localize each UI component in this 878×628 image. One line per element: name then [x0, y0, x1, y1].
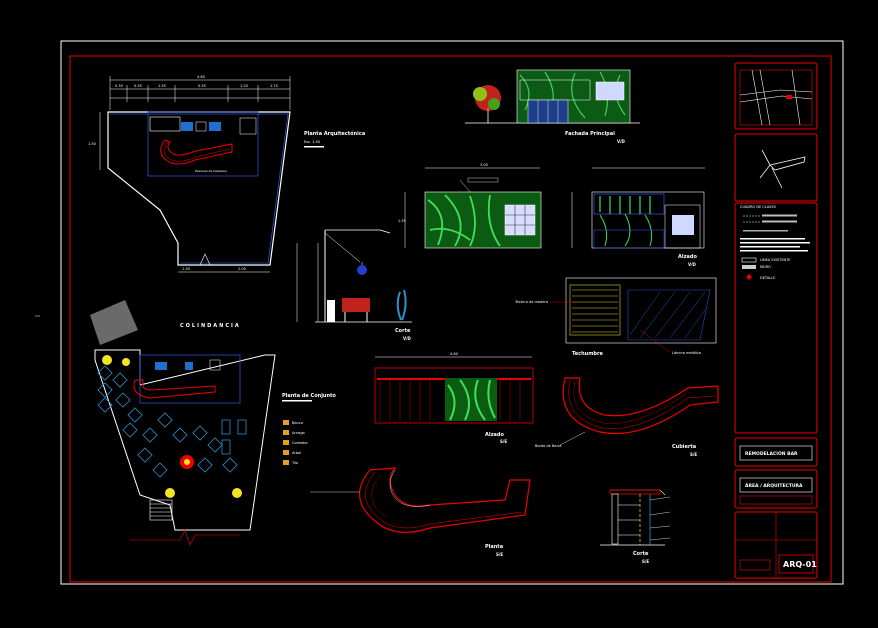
facade-height-dim: 1.55	[398, 219, 406, 223]
counter-detail-title: Cubierta	[672, 444, 696, 450]
bar-section-scale: S/E	[642, 559, 649, 564]
inner-sheet-border	[69, 55, 832, 583]
arch-plan-title: Planta Arquitectónica	[304, 130, 365, 137]
counter-detail-scale: S/E	[690, 452, 697, 457]
area-label: ÁREA / ARQUITECTURA	[745, 482, 803, 489]
project-name: REMODELACIÓN BAR	[745, 450, 798, 457]
ceiling-note-2: Lámina metálica	[672, 351, 701, 355]
site-tables	[97, 365, 247, 478]
locator-map	[739, 69, 813, 126]
dim-top-total: 4.60	[197, 75, 205, 79]
shrub-area	[90, 300, 138, 345]
legend-existing-line: LÍNEA EXISTENTE	[760, 257, 791, 262]
elevation-title: Alzado	[678, 254, 697, 260]
sheet-code: ARQ-01	[783, 560, 817, 569]
facade-width-dim: 3.00	[480, 163, 488, 167]
elevation-panel-right: Alzado V/D	[571, 167, 705, 267]
counter-edge-label: Borde de Barra	[535, 444, 561, 448]
section-title: Corte	[395, 328, 411, 334]
dim-seg-2: 0.55	[134, 84, 142, 88]
key-legend: LÍNEA EXISTENTE MURO DETALLE	[740, 214, 810, 280]
site-legend: Banca Arriago Comedor Árbol Tilo	[283, 420, 309, 465]
title-block: CUADRO DE CLAVES LÍNEA EXISTENTE MURO DE…	[734, 62, 818, 579]
arch-plan-scale: Esc. 1:50	[304, 140, 320, 144]
ceiling-title: Techumbre	[572, 351, 603, 357]
bar-section-title: Corte	[633, 551, 649, 557]
elevation-scale: V/D	[688, 262, 697, 267]
legend-detail: DETALLE	[760, 276, 775, 280]
dim-left-height: 1.50	[88, 142, 96, 146]
bar-section: Corte S/E	[600, 489, 671, 564]
dim-bottom-2: 2.00	[238, 267, 246, 271]
section-view: Corte V/D	[296, 229, 412, 341]
bar-elevation-scale: S/E	[500, 439, 507, 444]
colindancia-label: COLINDANCIA	[180, 323, 241, 329]
site-plan: COLINDANCIA	[90, 300, 336, 546]
dim-seg-3: 1.55	[158, 84, 166, 88]
site-legend-item-1: Banca	[292, 421, 303, 425]
main-facade-scale: V/D	[617, 139, 626, 144]
architectural-plan: 4.60 0.35 0.55 1.55 0.55 1.20 1.75 1.50 …	[88, 75, 365, 273]
legend-wall: MURO	[760, 265, 771, 269]
site-legend-item-5: Tilo	[291, 461, 298, 465]
arch-plan-area-label: Pasarela de baleados	[195, 169, 227, 173]
ceiling-detail: Textura de madera Lámina metálica Techum…	[514, 277, 717, 357]
outer-sheet-border	[60, 40, 844, 585]
bar-elevation-width: 4.60	[450, 352, 458, 356]
main-facade-title: Fachada Principal	[565, 131, 615, 137]
dim-seg-4: 0.55	[198, 84, 206, 88]
key-header: CUADRO DE CLAVES	[740, 205, 777, 209]
elevation-panel-left: 3.00 1.55	[398, 163, 542, 249]
site-legend-item-2: Arriago	[292, 431, 305, 435]
bar-plan-title: Planta	[485, 544, 503, 550]
bar-plan: Planta S/E	[310, 467, 531, 557]
bar-elevation: 4.60 Alzado S/E	[374, 352, 534, 444]
site-legend-item-3: Comedor	[292, 441, 309, 445]
main-facade: Fachada Principal V/D	[465, 69, 640, 144]
dim-seg-5: 1.20	[240, 84, 248, 88]
dim-bottom-1: 1.30	[182, 267, 190, 271]
section-scale: V/D	[403, 336, 412, 341]
dim-seg-1: 0.35	[115, 84, 123, 88]
counter-detail: Borde de Barra Cubierta S/E	[535, 377, 719, 457]
bar-elevation-title: Alzado	[485, 432, 504, 438]
site-plan-title: Planta de Conjunto	[282, 393, 336, 399]
north-arrow-icon	[759, 149, 806, 189]
site-legend-item-4: Árbol	[292, 450, 301, 455]
ceiling-note: Textura de madera	[514, 300, 548, 304]
bar-plan-scale: S/E	[496, 552, 503, 557]
dim-seg-6: 1.75	[270, 84, 278, 88]
